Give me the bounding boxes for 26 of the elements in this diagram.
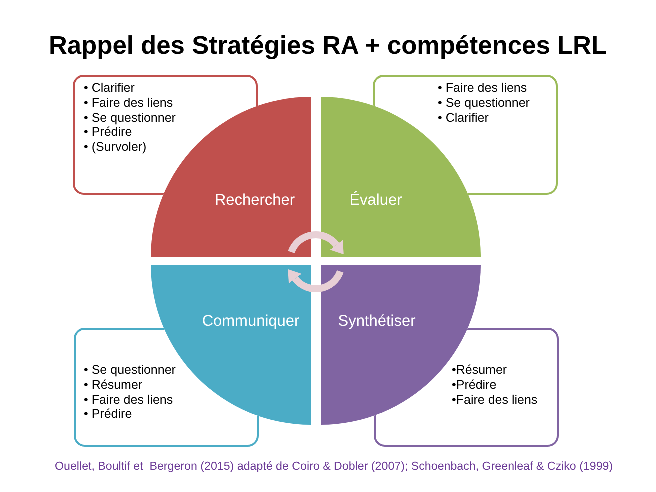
bullet-text: • Se questionner [84, 110, 176, 126]
list-card [73, 75, 258, 195]
bullet-text: • Faire des liens [438, 81, 528, 96]
list-card [74, 328, 259, 447]
quadrant-label: Rechercher [214, 192, 296, 210]
quadrant-label: Communiquer [202, 313, 300, 331]
list-card [374, 328, 559, 447]
title-heading: Rappel des Stratégies RA + compétences LRL [48, 31, 608, 62]
bullet-text: • (Survoler) [84, 140, 147, 155]
bullet-text: •Faire des liens [452, 392, 538, 408]
bullet-text: • Se questionner [84, 363, 176, 378]
bullet-text: • Clarifier [84, 81, 135, 96]
bullet-text: • Se questionner [438, 96, 530, 111]
bullet-text: • Prédire [84, 125, 132, 140]
cycle-arrow [288, 270, 344, 292]
bullet-text: • Clarifier [438, 110, 489, 126]
quadrant-label: Évaluer [350, 192, 402, 210]
bullet-text: •Prédire [452, 378, 497, 393]
bullet-text: • Résumer [84, 378, 143, 393]
bullet-text: • Faire des liens [84, 96, 174, 111]
bullet-text: •Résumer [452, 363, 508, 378]
source-citation: Ouellet, Boultif et Bergeron (2015) adapté de Coiro & Dobler (2007); Schoenbach, Greenleaf & Cziko (1999) [55, 459, 614, 474]
cycle-arrow [288, 232, 344, 254]
bullet-text: • Prédire [84, 407, 132, 422]
quadrant-label: Synthétiser [338, 313, 416, 331]
bullet-text: • Faire des liens [84, 392, 174, 408]
